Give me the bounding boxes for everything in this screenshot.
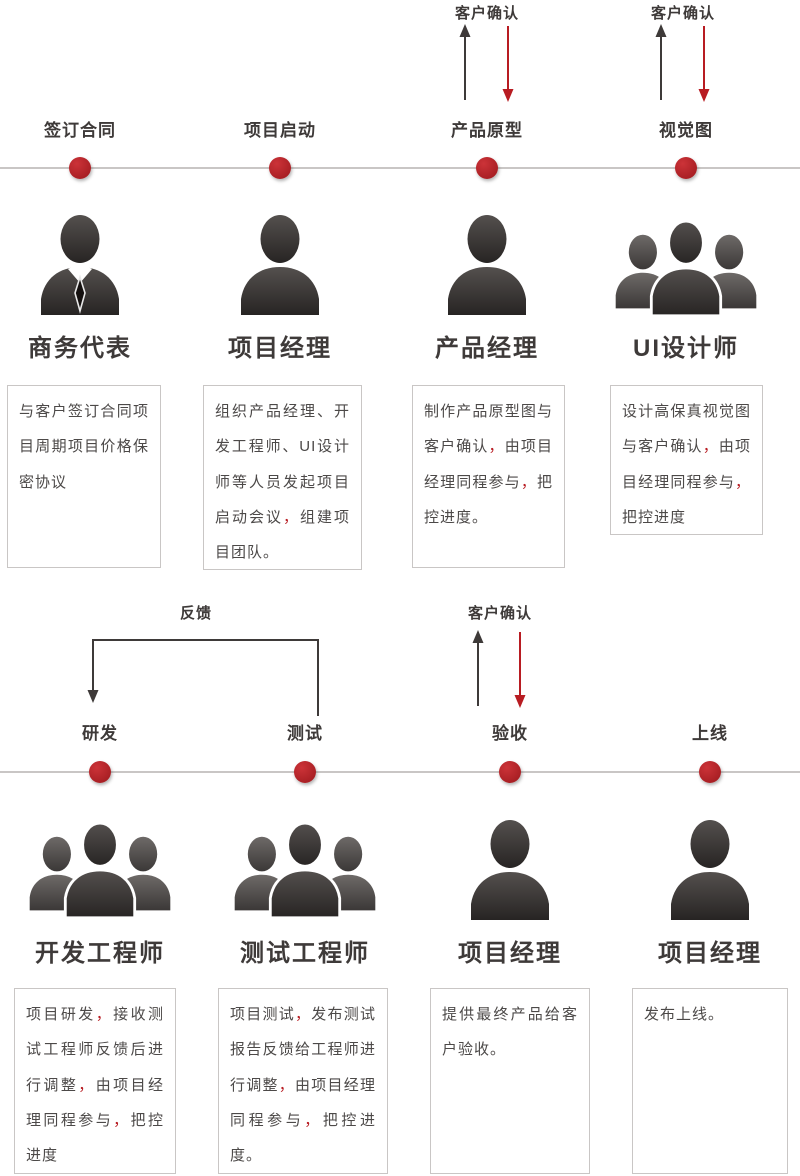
role-label: 测试工程师 <box>240 940 370 967</box>
timeline-dot <box>89 761 111 783</box>
stage-label: 视觉图 <box>659 121 713 140</box>
description-box: 项目测试，发布测试报告反馈给工程师进行调整，由项目经理同程参与，把控进度。 <box>218 988 388 1174</box>
stage-label: 验收 <box>492 724 528 743</box>
down-arrow-icon <box>697 24 711 102</box>
stage-label: 测试 <box>287 724 323 743</box>
feedback-loop-arrow-icon <box>86 630 326 720</box>
up-arrow-icon <box>654 24 668 102</box>
description-box: 发布上线。 <box>632 988 788 1174</box>
person-tie-icon <box>34 213 126 315</box>
person-group-icon <box>611 219 761 318</box>
description-box: 制作产品原型图与客户确认，由项目经理同程参与，把控进度。 <box>412 385 565 568</box>
description-box: 与客户签订合同项目周期项目价格保密协议 <box>7 385 161 568</box>
stage-label: 产品原型 <box>451 121 523 140</box>
timeline-dot <box>294 761 316 783</box>
person-icon <box>464 818 556 920</box>
customer-confirm-label: 客户确认 <box>454 5 520 22</box>
up-arrow-icon <box>471 630 485 708</box>
feedback-label: 反馈 <box>179 605 213 622</box>
timeline-row1 <box>0 167 800 169</box>
description-box: 组织产品经理、开发工程师、UI设计师等人员发起项目启动会议，组建项目团队。 <box>203 385 362 570</box>
stage-label: 项目启动 <box>244 121 316 140</box>
person-icon <box>664 818 756 920</box>
customer-confirm-label: 客户确认 <box>467 605 533 622</box>
role-label: 开发工程师 <box>35 940 165 967</box>
up-arrow-icon <box>458 24 472 102</box>
role-label: 项目经理 <box>458 940 562 967</box>
description-box: 项目研发，接收测试工程师反馈后进行调整，由项目经理同程参与，把控进度 <box>14 988 176 1174</box>
timeline-row2 <box>0 771 800 773</box>
person-group-icon <box>230 821 380 920</box>
role-label: 商务代表 <box>28 335 132 362</box>
down-arrow-icon <box>513 630 527 708</box>
timeline-dot <box>269 157 291 179</box>
stage-label: 上线 <box>692 724 728 743</box>
description-box: 设计高保真视觉图与客户确认，由项目经理同程参与，把控进度 <box>610 385 763 535</box>
timeline-dot <box>499 761 521 783</box>
timeline-dot <box>69 157 91 179</box>
stage-label: 签订合同 <box>44 121 116 140</box>
person-group-icon <box>25 821 175 920</box>
stage-label: 研发 <box>82 724 118 743</box>
role-label: 项目经理 <box>658 940 762 967</box>
description-box: 提供最终产品给客户验收。 <box>430 988 590 1174</box>
timeline-dot <box>699 761 721 783</box>
role-label: 项目经理 <box>228 335 332 362</box>
role-label: 产品经理 <box>435 335 539 362</box>
person-icon <box>441 213 533 315</box>
person-icon <box>234 213 326 315</box>
down-arrow-icon <box>501 24 515 102</box>
timeline-dot <box>476 157 498 179</box>
customer-confirm-label: 客户确认 <box>650 5 716 22</box>
timeline-dot <box>675 157 697 179</box>
role-label: UI设计师 <box>633 335 739 362</box>
